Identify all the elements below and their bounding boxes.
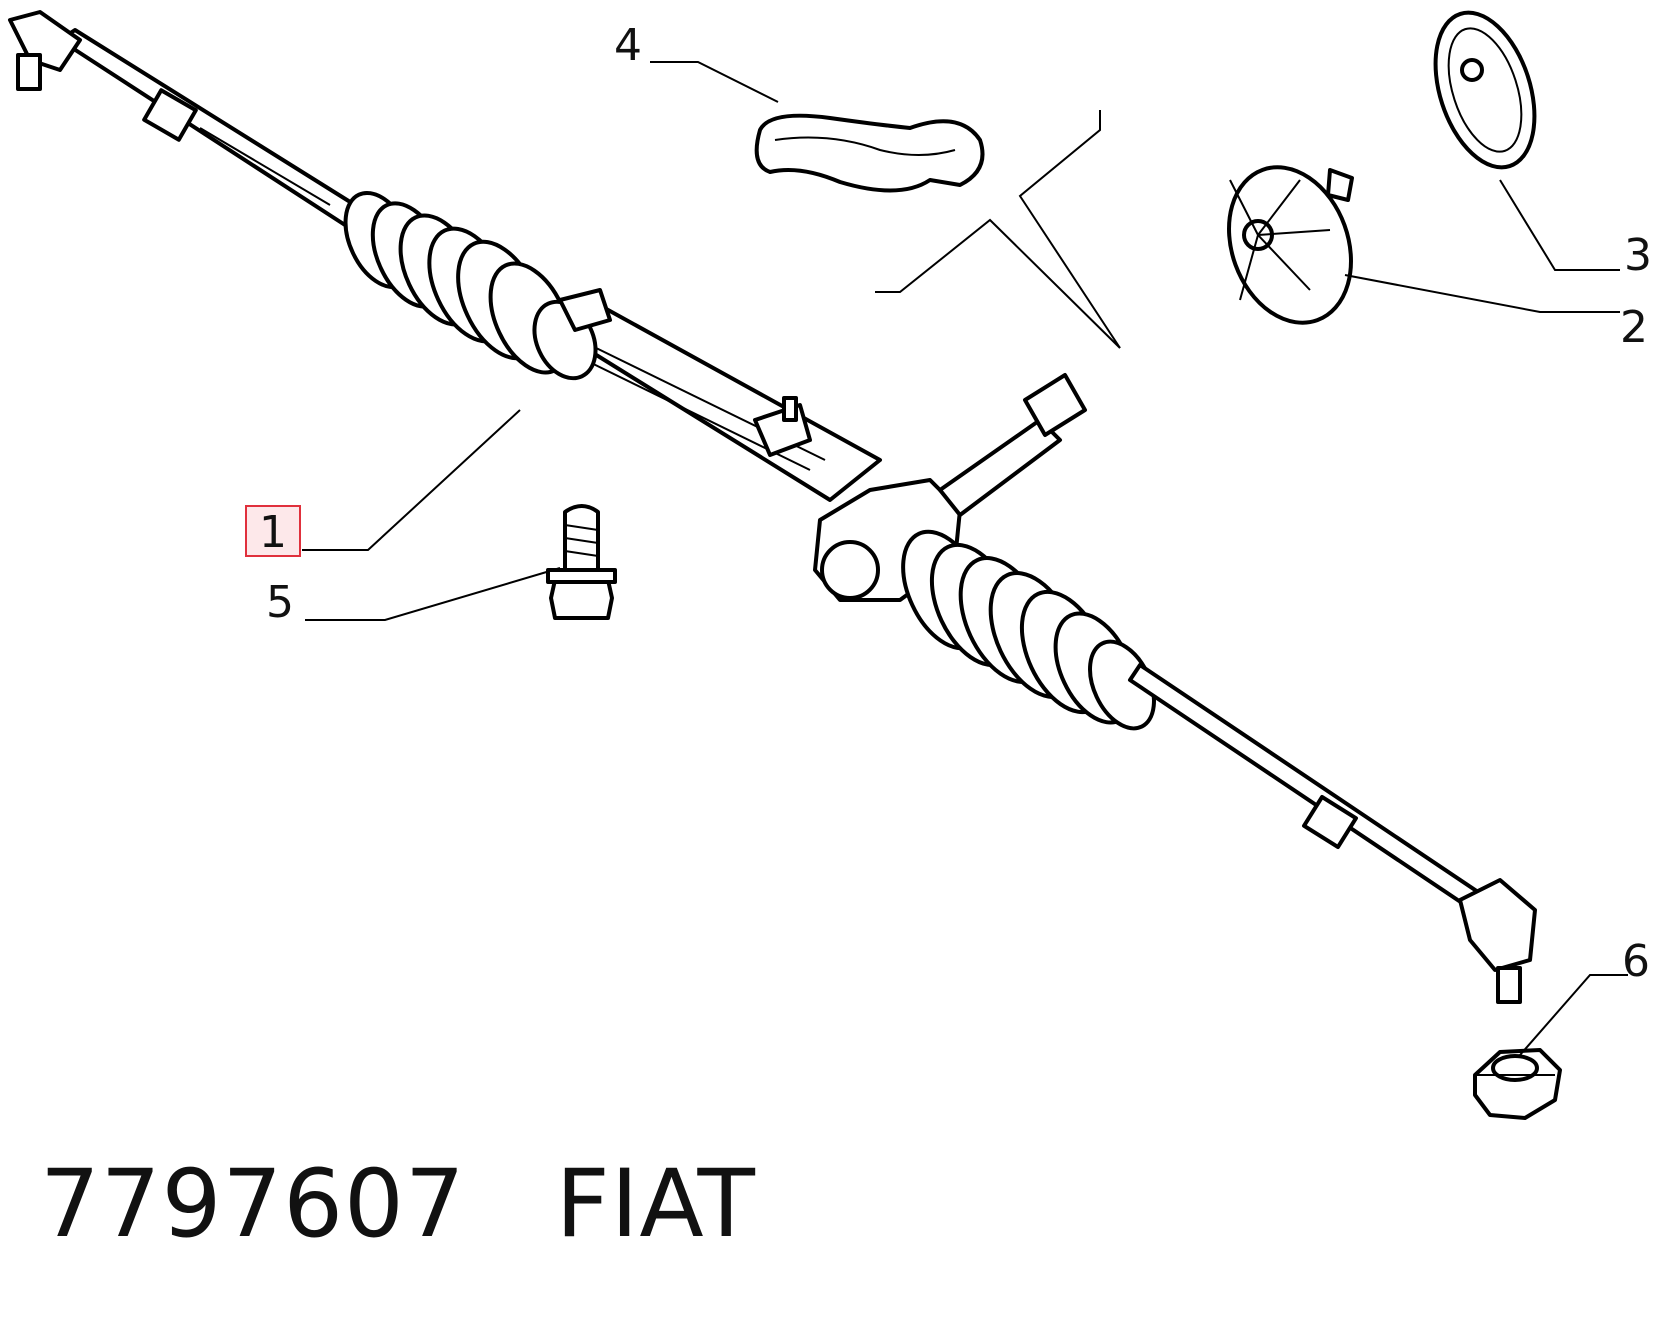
left-bellows-boot <box>343 190 572 375</box>
leader-1 <box>302 409 521 551</box>
right-tie-rod-adjuster <box>1302 794 1358 850</box>
right-ball-stud <box>1496 966 1522 1004</box>
callout-3[interactable]: 3 <box>1624 230 1652 281</box>
left-tie-rod <box>58 28 357 227</box>
left-ball-stud <box>16 53 42 91</box>
right-bellows-boot <box>901 529 1156 731</box>
callout-2[interactable]: 2 <box>1620 302 1648 353</box>
leader-2 <box>1344 274 1620 313</box>
assembly-bracket-lines <box>875 110 1121 349</box>
clamp-bracket <box>754 113 985 193</box>
callout-4[interactable]: 4 <box>614 20 642 71</box>
hex-nut <box>1473 1048 1562 1120</box>
part-number: 7797607 <box>40 1150 466 1259</box>
callout-1-highlight <box>245 505 301 557</box>
bolt <box>546 504 617 620</box>
fitting-nipple <box>782 396 798 422</box>
pinion-end-cap <box>820 540 880 600</box>
oval-grommet <box>1433 10 1537 170</box>
callout-1[interactable]: 1 <box>259 507 287 558</box>
left-tie-rod-adjuster <box>142 88 198 142</box>
callout-6[interactable]: 6 <box>1622 936 1650 987</box>
input-shaft-splines <box>1023 373 1087 437</box>
leader-3 <box>1499 179 1620 271</box>
steering-rack-assembly <box>8 10 1537 1004</box>
right-tie-rod <box>1128 663 1492 917</box>
leader-6 <box>1519 974 1628 1056</box>
right-tie-rod-end <box>1458 878 1537 972</box>
leader-4 <box>650 61 779 103</box>
leader-5 <box>305 567 561 621</box>
callout-5[interactable]: 5 <box>266 577 294 628</box>
brand-name: FIAT <box>555 1150 756 1259</box>
mounting-lug <box>558 288 612 332</box>
input-shaft <box>938 418 1062 517</box>
caption: 7797607 FIAT <box>40 1150 756 1259</box>
pinion-cover <box>1227 165 1354 325</box>
